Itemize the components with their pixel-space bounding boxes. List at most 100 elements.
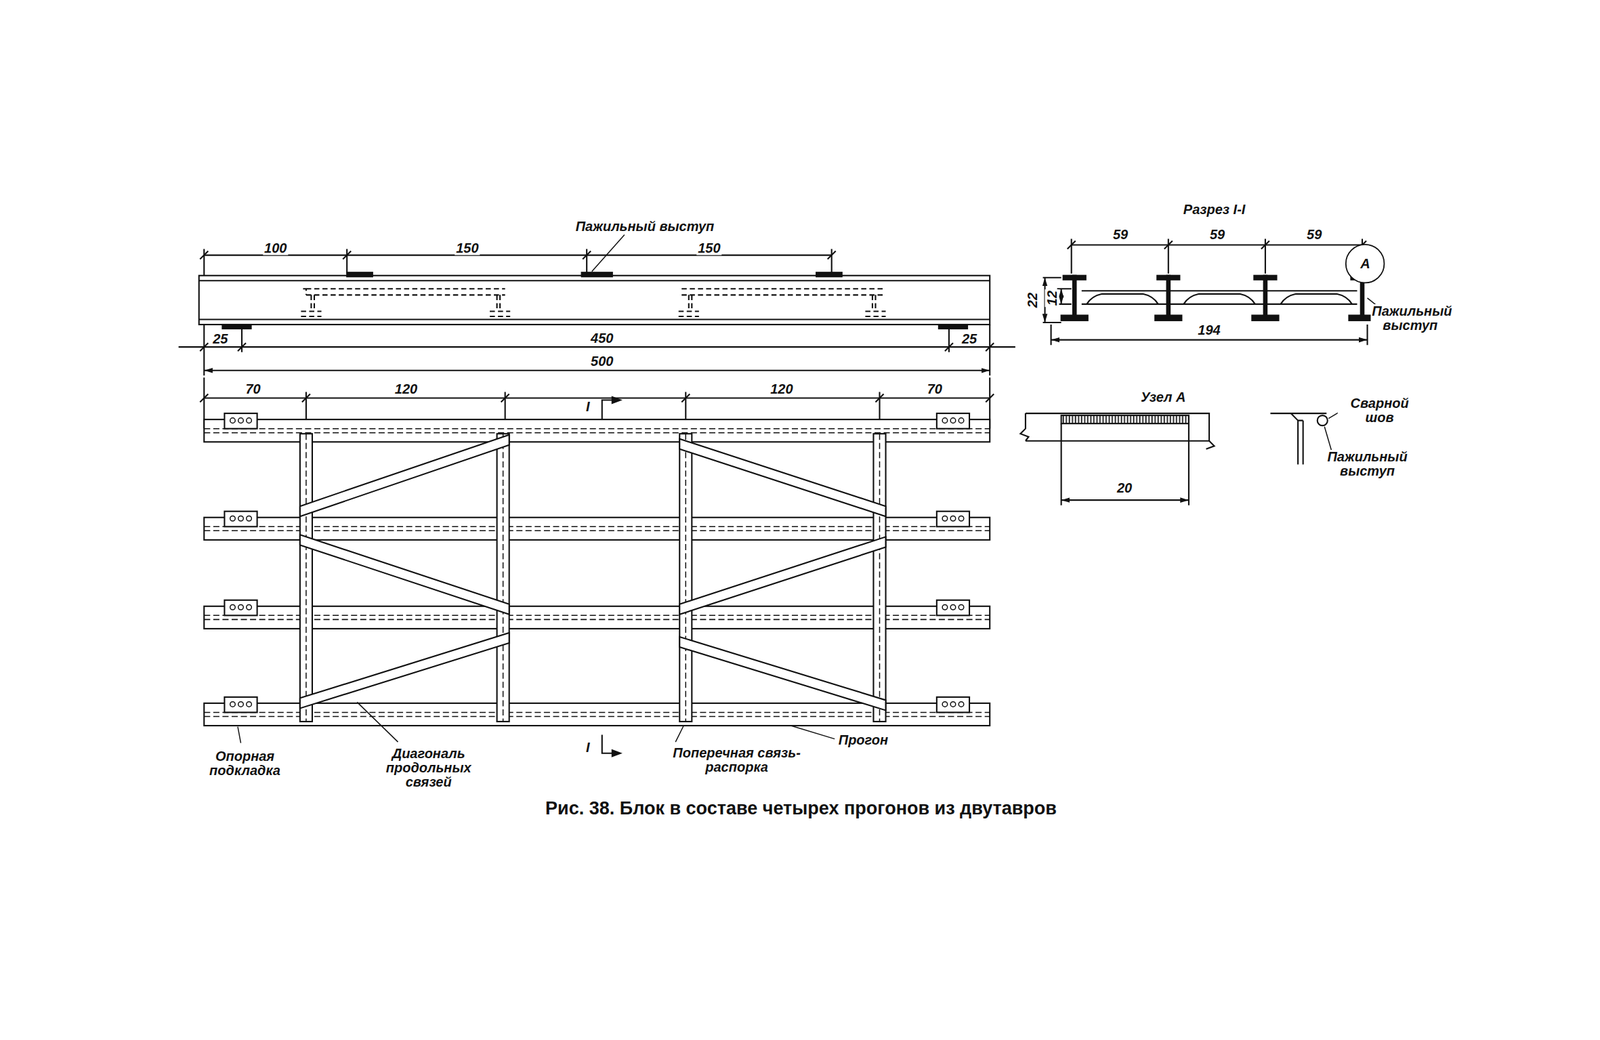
- drawing-rect: [938, 324, 968, 329]
- drawing-circle: [246, 701, 252, 708]
- dimension: 12: [1045, 289, 1060, 307]
- callout-letter: A: [1360, 255, 1370, 271]
- drawing-rect: [1154, 314, 1182, 321]
- section-mark: I: [584, 739, 592, 754]
- drawing-path: [199, 251, 836, 260]
- drawing-rect: [222, 324, 251, 329]
- drawing-rect: [936, 697, 970, 713]
- dimension: 150: [696, 241, 722, 256]
- drawing-circle: [958, 515, 964, 521]
- drawing-rect: [203, 419, 990, 442]
- drawing-g: [300, 434, 887, 711]
- drawing-polygon: [679, 438, 886, 517]
- drawing-circle: [950, 515, 956, 521]
- part-label: Поперечная связь-распорка: [659, 745, 815, 775]
- drawing-circle: [942, 701, 948, 708]
- part-label: Пажильный выступ: [1370, 304, 1450, 333]
- dimension: 70: [243, 381, 262, 396]
- drawing-rect: [936, 413, 970, 429]
- drawing-circle: [950, 604, 956, 611]
- drawing-circle: [942, 604, 948, 611]
- drawing-circle: [942, 515, 948, 521]
- drawing-rect: [203, 606, 990, 629]
- part-label: Сварной шов: [1337, 396, 1422, 425]
- drawing-line: [203, 369, 990, 372]
- dimension: 59: [1305, 227, 1323, 242]
- drawing-g: [224, 413, 970, 712]
- part-label: Пажильный выступ: [1324, 449, 1410, 479]
- drawing-circle: [958, 701, 964, 708]
- drawing-path: [1086, 293, 1353, 305]
- drawing-g: [300, 433, 887, 722]
- section: [1043, 238, 1378, 345]
- node-detail: [1020, 412, 1339, 506]
- circle-shape: [1345, 243, 1385, 283]
- dimension: 194: [1196, 322, 1222, 337]
- drawing-rect: [1072, 275, 1077, 319]
- drawing-circle: [230, 417, 236, 424]
- drawing-path: [1270, 413, 1327, 465]
- drawing-circle: [246, 417, 252, 424]
- drawing-line: [203, 254, 832, 257]
- drawing-g: [1061, 275, 1376, 321]
- drawing-circle: [230, 701, 236, 708]
- drawing-line: [592, 234, 625, 271]
- drawing-path: [1020, 413, 1210, 441]
- drawing-path: [612, 749, 621, 756]
- elevation: [178, 234, 1016, 376]
- view-title: Разрез I-I: [1182, 201, 1248, 217]
- drawing-circle: [958, 417, 964, 424]
- drawing-path: [199, 393, 994, 402]
- drawing-line: [178, 346, 1016, 348]
- drawing-path: [678, 288, 887, 317]
- drawing-line: [675, 725, 684, 742]
- drawing-line: [1071, 243, 1363, 246]
- drawing-g: [203, 428, 990, 717]
- drawing-path: [1081, 290, 1358, 305]
- drawing-rect: [199, 275, 990, 325]
- detail-callout-circle: A: [1344, 243, 1386, 284]
- drawing-circle: [950, 417, 956, 424]
- drawing-line: [1061, 499, 1189, 501]
- drawing-path: [203, 428, 990, 717]
- part-label: Диагональ продольных связей: [375, 745, 481, 789]
- drawing-path: [1061, 423, 1189, 506]
- drawing-rect: [1251, 314, 1279, 321]
- dimension: 500: [589, 354, 615, 369]
- drawing-rect: [224, 600, 257, 616]
- view-title: Узел А: [1139, 389, 1188, 404]
- dimension: 150: [454, 241, 480, 256]
- dimension: 100: [262, 241, 288, 256]
- drawing-rect: [1061, 415, 1189, 424]
- drawing-rect: [224, 413, 257, 429]
- drawing-rect: [1061, 314, 1088, 321]
- drawing-circle: [958, 604, 964, 611]
- drawing-line: [203, 396, 990, 399]
- plan: [199, 377, 994, 756]
- drawing-circle: [238, 701, 244, 708]
- drawing-circle: [238, 515, 244, 521]
- drawing-path: [1206, 440, 1215, 450]
- drawing-line: [1051, 339, 1368, 341]
- drawing-rect: [224, 511, 257, 528]
- dimension: 20: [1115, 480, 1134, 496]
- drawing-circle: [238, 604, 244, 611]
- drawing-line: [790, 725, 835, 740]
- dimension: 120: [768, 381, 794, 396]
- drawing-circle: [1317, 415, 1328, 426]
- drawing-line: [1060, 288, 1063, 305]
- part-label: Опорная подкладка: [197, 749, 293, 778]
- drawing-rect: [816, 272, 842, 277]
- dimension: 25: [211, 331, 229, 347]
- drawing-polygon: [679, 636, 886, 710]
- drawing-path: [300, 288, 511, 317]
- drawing-rect: [224, 697, 257, 713]
- dimension: 59: [1208, 227, 1227, 242]
- part-label: Пажильный выступ: [574, 219, 717, 234]
- drawing-circle: [230, 515, 236, 521]
- drawing-polygon: [300, 632, 510, 708]
- drawing-path: [1043, 277, 1072, 323]
- drawing-g: [237, 701, 835, 743]
- drawing-line: [1324, 426, 1332, 452]
